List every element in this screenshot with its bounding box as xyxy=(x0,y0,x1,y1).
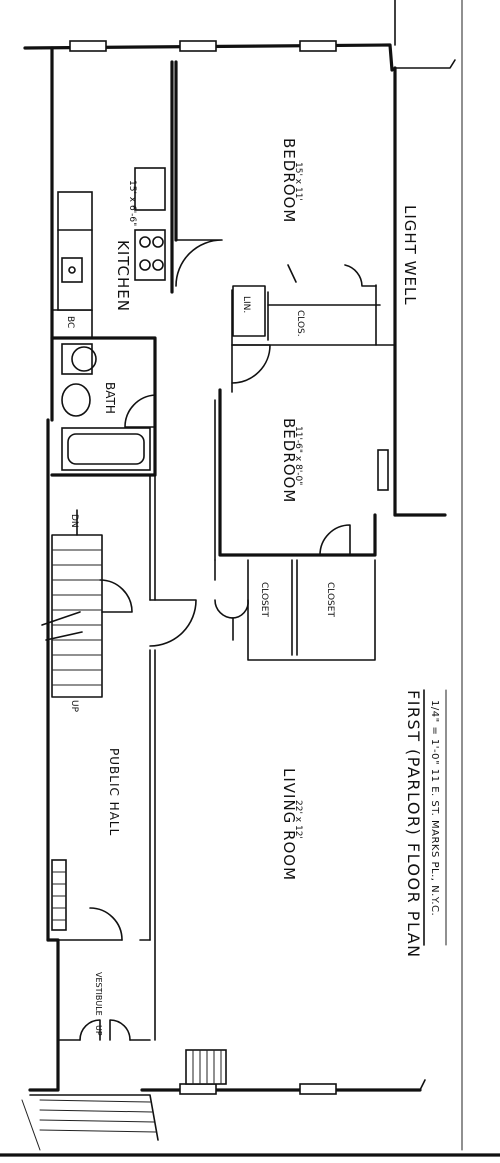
stair-dn-label: DN xyxy=(69,514,79,528)
vestibule-up-label: UP xyxy=(94,1025,103,1036)
bath-label: BATH xyxy=(103,382,117,414)
bc-label: BC xyxy=(65,316,75,328)
living-room-size-label: 22' x 12' xyxy=(293,800,303,839)
plan-title: FIRST (PARLOR) FLOOR PLAN xyxy=(404,690,423,959)
public-hall-label: PUBLIC HALL xyxy=(107,748,121,836)
light-well-label: LIGHT WELL xyxy=(401,205,419,306)
closet-a-label: CLOSET xyxy=(259,582,269,617)
linen-label: LIN. xyxy=(241,296,251,313)
kitchen-fixtures xyxy=(57,167,166,311)
windows xyxy=(69,40,389,1095)
bedroom-main-size-label: 15' x 11' xyxy=(293,162,303,201)
vestibule-label: VESTIBULE xyxy=(94,972,103,1016)
clos-label: CLOS. xyxy=(295,310,305,337)
interior-walls xyxy=(50,60,396,1041)
living-room-label: LIVING ROOM xyxy=(280,768,298,881)
exterior-walls xyxy=(23,43,456,1092)
kitchen-size-label: 15' x 6'-6" xyxy=(127,180,137,226)
door-swings xyxy=(79,239,377,1041)
kitchen-label: KITCHEN xyxy=(114,240,132,312)
stairs xyxy=(21,509,227,1151)
linen-closet-outline xyxy=(232,285,266,337)
bedroom-small-size-label: 11'-6" x 8'-0" xyxy=(293,426,303,485)
stair-up-label: UP xyxy=(69,700,79,713)
bedroom-main-label: BEDROOM xyxy=(280,138,298,223)
bedroom-small-label: BEDROOM xyxy=(280,418,298,503)
bath-fixtures xyxy=(61,343,151,471)
plan-subtitle: 1/4" = 1'-0" 11 E. ST. MARKS PL., N.Y.C. xyxy=(429,700,440,916)
closet-b-label: CLOSET xyxy=(325,582,335,617)
